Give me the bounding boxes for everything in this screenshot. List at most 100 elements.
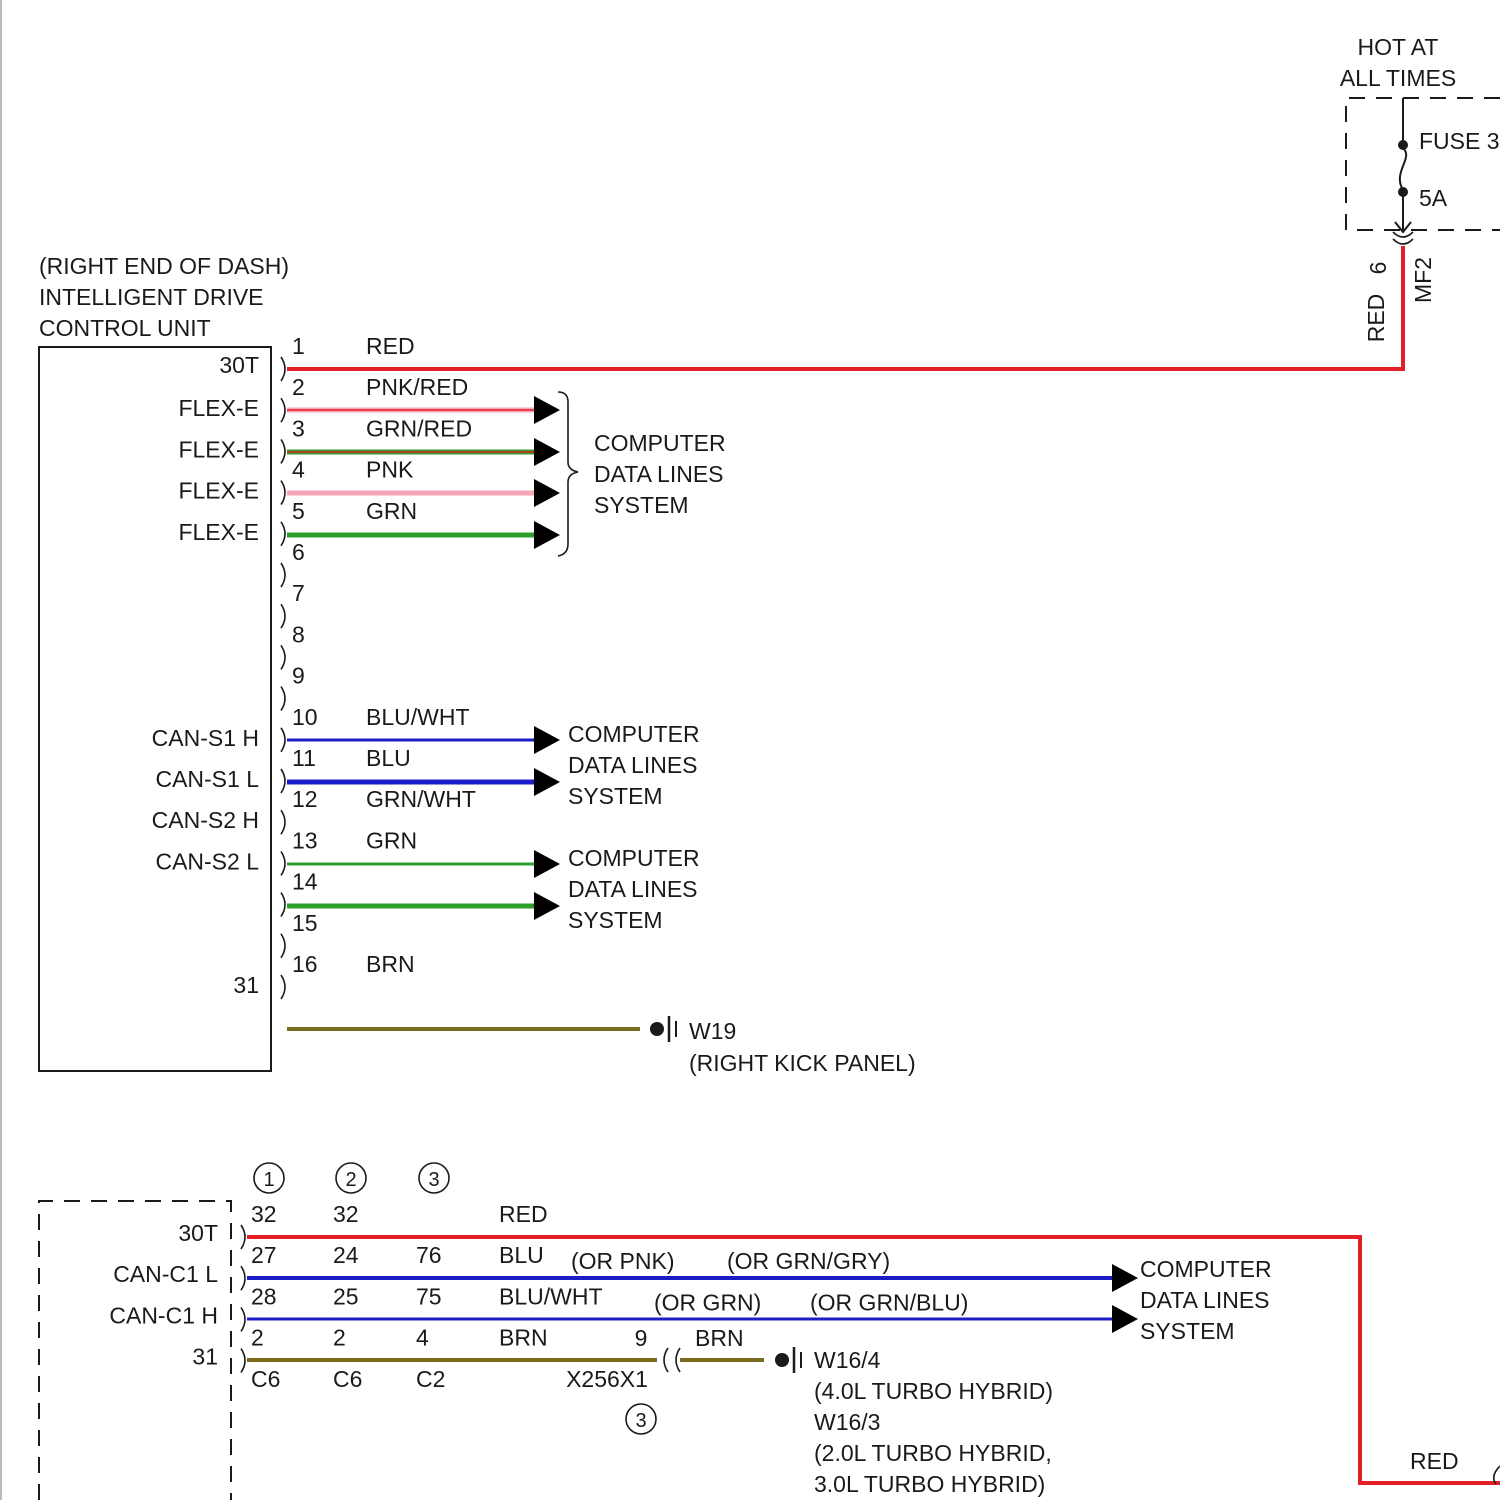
alt-wire-color: (OR GRN/GRY) [727,1248,890,1274]
ground-w16: W16/4 (4.0L TURBO HYBRID) W16/3 (2.0L TU… [775,1347,1053,1497]
c1-dest-line3: SYSTEM [1140,1318,1235,1344]
inline-wire-color: BRN [695,1325,744,1351]
s1-dest-line1: COMPUTER [568,721,700,747]
wire-color-label: PNK [366,457,414,483]
arrow-icon [534,768,560,796]
pin-number: 13 [292,827,318,853]
terminal-label: CAN-S1 L [155,766,259,792]
inline-variant-label: 3 [635,1410,646,1432]
wire-color-label: BRN [366,951,415,977]
flex-group-bracket [558,392,578,556]
idcu-location: (RIGHT END OF DASH) [39,253,289,279]
pin-number-variant2: 25 [333,1283,359,1309]
pin-number-variant1: 27 [251,1242,277,1268]
arrow-icon [534,438,560,466]
idcu-name-line1: INTELLIGENT DRIVE [39,284,264,310]
pin-bracket-icon [281,522,285,546]
fuse-block: HOT AT ALL TIMES FUSE 3 5A 6 MF2 RED [1340,34,1500,342]
wire-color-label: BRN [499,1325,548,1351]
pin-number: 10 [292,704,318,730]
pin-number-variant3: 4 [416,1325,429,1351]
terminal-label: FLEX-E [178,395,259,421]
pin-bracket-icon [241,1349,245,1373]
pin-number-variant2: 24 [333,1242,359,1268]
pin-bracket-icon [281,975,285,999]
ground-w19: W19 (RIGHT KICK PANEL) [650,1016,916,1076]
ground-w16-4-note: (4.0L TURBO HYBRID) [814,1378,1053,1404]
pin-number: 7 [292,580,305,606]
pin-number: 6 [292,539,305,565]
pin-number: 15 [292,910,318,936]
alt-wire-color: (OR PNK) [571,1248,675,1274]
pin-bracket-icon [281,563,285,587]
pin-bracket-icon [281,810,285,834]
variant-2-label: 2 [345,1169,356,1191]
pin-bracket-icon [281,398,285,422]
can-s2-destination: COMPUTER DATA LINES SYSTEM [568,845,700,933]
inline-connector-x256x1: 9 BRN X256X1 3 [566,1325,743,1434]
fuse-label: FUSE 3 [1419,128,1500,154]
pin-bracket-icon [241,1225,245,1249]
ground-point-icon [650,1022,664,1036]
terminal-label: 31 [192,1344,218,1370]
idcu-pins: 130TRED2FLEX-EPNK/RED3FLEX-EGRN/RED4FLEX… [152,333,476,999]
flex-dest-line1: COMPUTER [594,430,726,456]
pin-bracket-icon [281,934,285,958]
wire-red-pin1 [287,246,1403,369]
s2-dest-line1: COMPUTER [568,845,700,871]
wire-color-label: GRN/RED [366,415,472,441]
flex-dest-line2: DATA LINES [594,461,724,487]
power-wire-color: RED [1363,294,1389,343]
arrow-icon [1112,1264,1138,1292]
mf2-connector-name: MF2 [1410,257,1436,303]
arrow-icon [534,396,560,424]
arrow-icon [534,726,560,754]
pin-number: 2 [292,374,305,400]
terminal-label: 31 [233,972,259,998]
wire-color-label: GRN [366,827,417,853]
alt-wire-color: (OR GRN) [654,1289,761,1315]
pin-bracket-icon [241,1266,245,1290]
flex-destination: COMPUTER DATA LINES SYSTEM [594,430,726,518]
terminal-label: CAN-C1 L [113,1261,218,1287]
can-c1-destination: COMPUTER DATA LINES SYSTEM [1140,1256,1272,1344]
mf2-pin: 6 [1365,262,1391,275]
pin-bracket-icon [281,645,285,669]
pin-number: 11 [292,745,316,771]
terminal-label: CAN-S2 L [155,848,259,874]
connector-c6-variant2: C6 [333,1366,362,1392]
pin-number: 16 [292,951,318,977]
ground-w16-3-name: W16/3 [814,1409,880,1435]
wire-color-label: BLU/WHT [366,704,470,730]
pin-number-variant1: 32 [251,1201,277,1227]
pin-number: 9 [292,663,305,689]
ground-w16-3-note-a: (2.0L TURBO HYBRID, [814,1440,1052,1466]
fuse-rating: 5A [1419,185,1448,211]
arrow-icon [534,892,560,920]
pin-number-variant1: 2 [251,1325,264,1351]
pin-number: 12 [292,786,318,812]
variant-markers: 1 2 3 [254,1163,449,1193]
pin-bracket-icon [241,1307,245,1331]
connector-c6-variant1: C6 [251,1366,280,1392]
arrow-icon [534,479,560,507]
s1-dest-line2: DATA LINES [568,752,698,778]
pin-number: 4 [292,457,305,483]
ground-w19-name: W19 [689,1018,736,1044]
pin-number: 5 [292,498,305,524]
s2-dest-line2: DATA LINES [568,876,698,902]
terminal-label: CAN-C1 H [109,1302,218,1328]
wire-color-label: RED [366,333,415,359]
inline-connector-icon-2 [676,1348,680,1372]
pin-number-variant3: 75 [416,1283,442,1309]
wire-color-label: GRN [366,498,417,524]
pin-bracket-icon [281,851,285,875]
pin-number: 1 [292,333,305,359]
pin-number-variant2: 2 [333,1325,346,1351]
pin-number: 8 [292,621,305,647]
fuse-icon [1400,148,1406,190]
pin-bracket-icon [281,481,285,505]
hot-label-line1: HOT AT [1358,34,1439,60]
arrow-icon [534,850,560,878]
